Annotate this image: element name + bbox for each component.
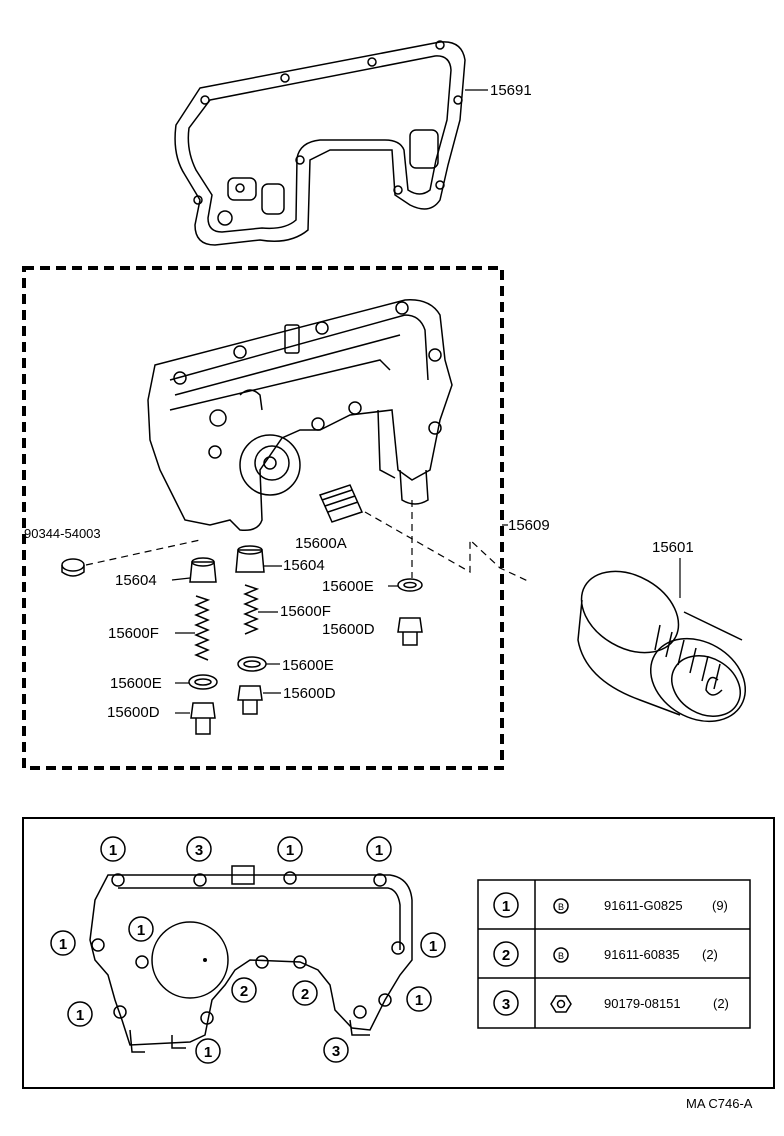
valve-left-15604 (189, 557, 217, 583)
spring-left (194, 595, 211, 661)
label-plug-d-top: 15600D (322, 621, 375, 638)
legend-row3-qty: (2) (713, 996, 729, 1011)
gasket-15691 (174, 40, 466, 246)
callout-left-1a: 1 (59, 936, 67, 953)
callout-right-1a: 1 (429, 938, 437, 955)
label-spring-right: 15600F (280, 603, 331, 620)
plug-d-left (190, 702, 216, 735)
callout-left-1c: 1 (76, 1007, 84, 1024)
washer-top (397, 578, 423, 592)
bypass-valve-15600A (318, 484, 364, 523)
label-gasket-e-left: 15600E (110, 675, 162, 692)
label-valve-bypass: 15600A (295, 535, 347, 552)
plug-d-top (397, 617, 423, 646)
label-plug: 90344-54003 (24, 526, 101, 541)
label-oil-filter: 15601 (652, 539, 694, 556)
label-valve-right: 15604 (283, 557, 325, 574)
callout-top-1b: 1 (286, 842, 294, 859)
legend-row2-num: 2 (502, 947, 510, 964)
legend-row2-part: 91611-60835 (604, 947, 680, 962)
label-valve-left: 15604 (115, 572, 157, 589)
washer-right (237, 656, 267, 672)
washer-left (188, 674, 218, 690)
callout-top-1c: 1 (375, 842, 383, 859)
hex-nut-icon (550, 995, 572, 1013)
valve-right-15604 (235, 545, 265, 573)
callout-top-3: 3 (195, 842, 203, 859)
callout-bot-1: 1 (204, 1044, 212, 1061)
label-gasket-e-top: 15600E (322, 578, 374, 595)
label-cooler-assy: 15609 (508, 517, 550, 534)
legend-row1-part: 91611-G0825 (604, 898, 683, 913)
callout-mid-2b: 2 (301, 986, 309, 1003)
callout-left-1b: 1 (137, 922, 145, 939)
oil-cooler-body (147, 299, 453, 532)
label-spring-left: 15600F (108, 625, 159, 642)
plug-cap (61, 558, 85, 572)
legend-row1-mark: B (558, 902, 564, 912)
label-plug-d-right: 15600D (283, 685, 336, 702)
legend-row1-qty: (9) (712, 898, 728, 913)
legend-row3-num: 3 (502, 996, 510, 1013)
label-plug-d-left: 15600D (107, 704, 160, 721)
callout-mid-2a: 2 (240, 983, 248, 1000)
callouts: 1 3 1 1 1 1 1 2 2 1 1 1 3 (50, 836, 446, 1064)
legend-row3-part: 90179-08151 (604, 996, 681, 1011)
callout-right-1b: 1 (415, 992, 423, 1009)
label-gasket-e-right: 15600E (282, 657, 334, 674)
spring-right (243, 584, 260, 635)
oil-filter-15601 (577, 570, 747, 723)
legend-row2-qty: (2) (702, 947, 718, 962)
leader-cooler (364, 511, 531, 583)
diagram-code: MA C746-A (686, 1096, 753, 1111)
legend-row2-mark: B (558, 951, 564, 961)
gasket-outline-bottom (89, 865, 413, 1053)
legend-row1-num: 1 (502, 898, 510, 915)
callout-bot-3: 3 (332, 1043, 340, 1060)
label-gasket: 15691 (490, 82, 532, 99)
plug-d-right (237, 685, 263, 715)
callout-top-1a: 1 (109, 842, 117, 859)
bolt-diagram-frame (22, 817, 775, 1089)
bolt-legend-table: 1 B 91611-G0825 (9) 2 B 91611-60835 (2) … (477, 879, 751, 1029)
assembly-dashed-border (22, 266, 504, 770)
